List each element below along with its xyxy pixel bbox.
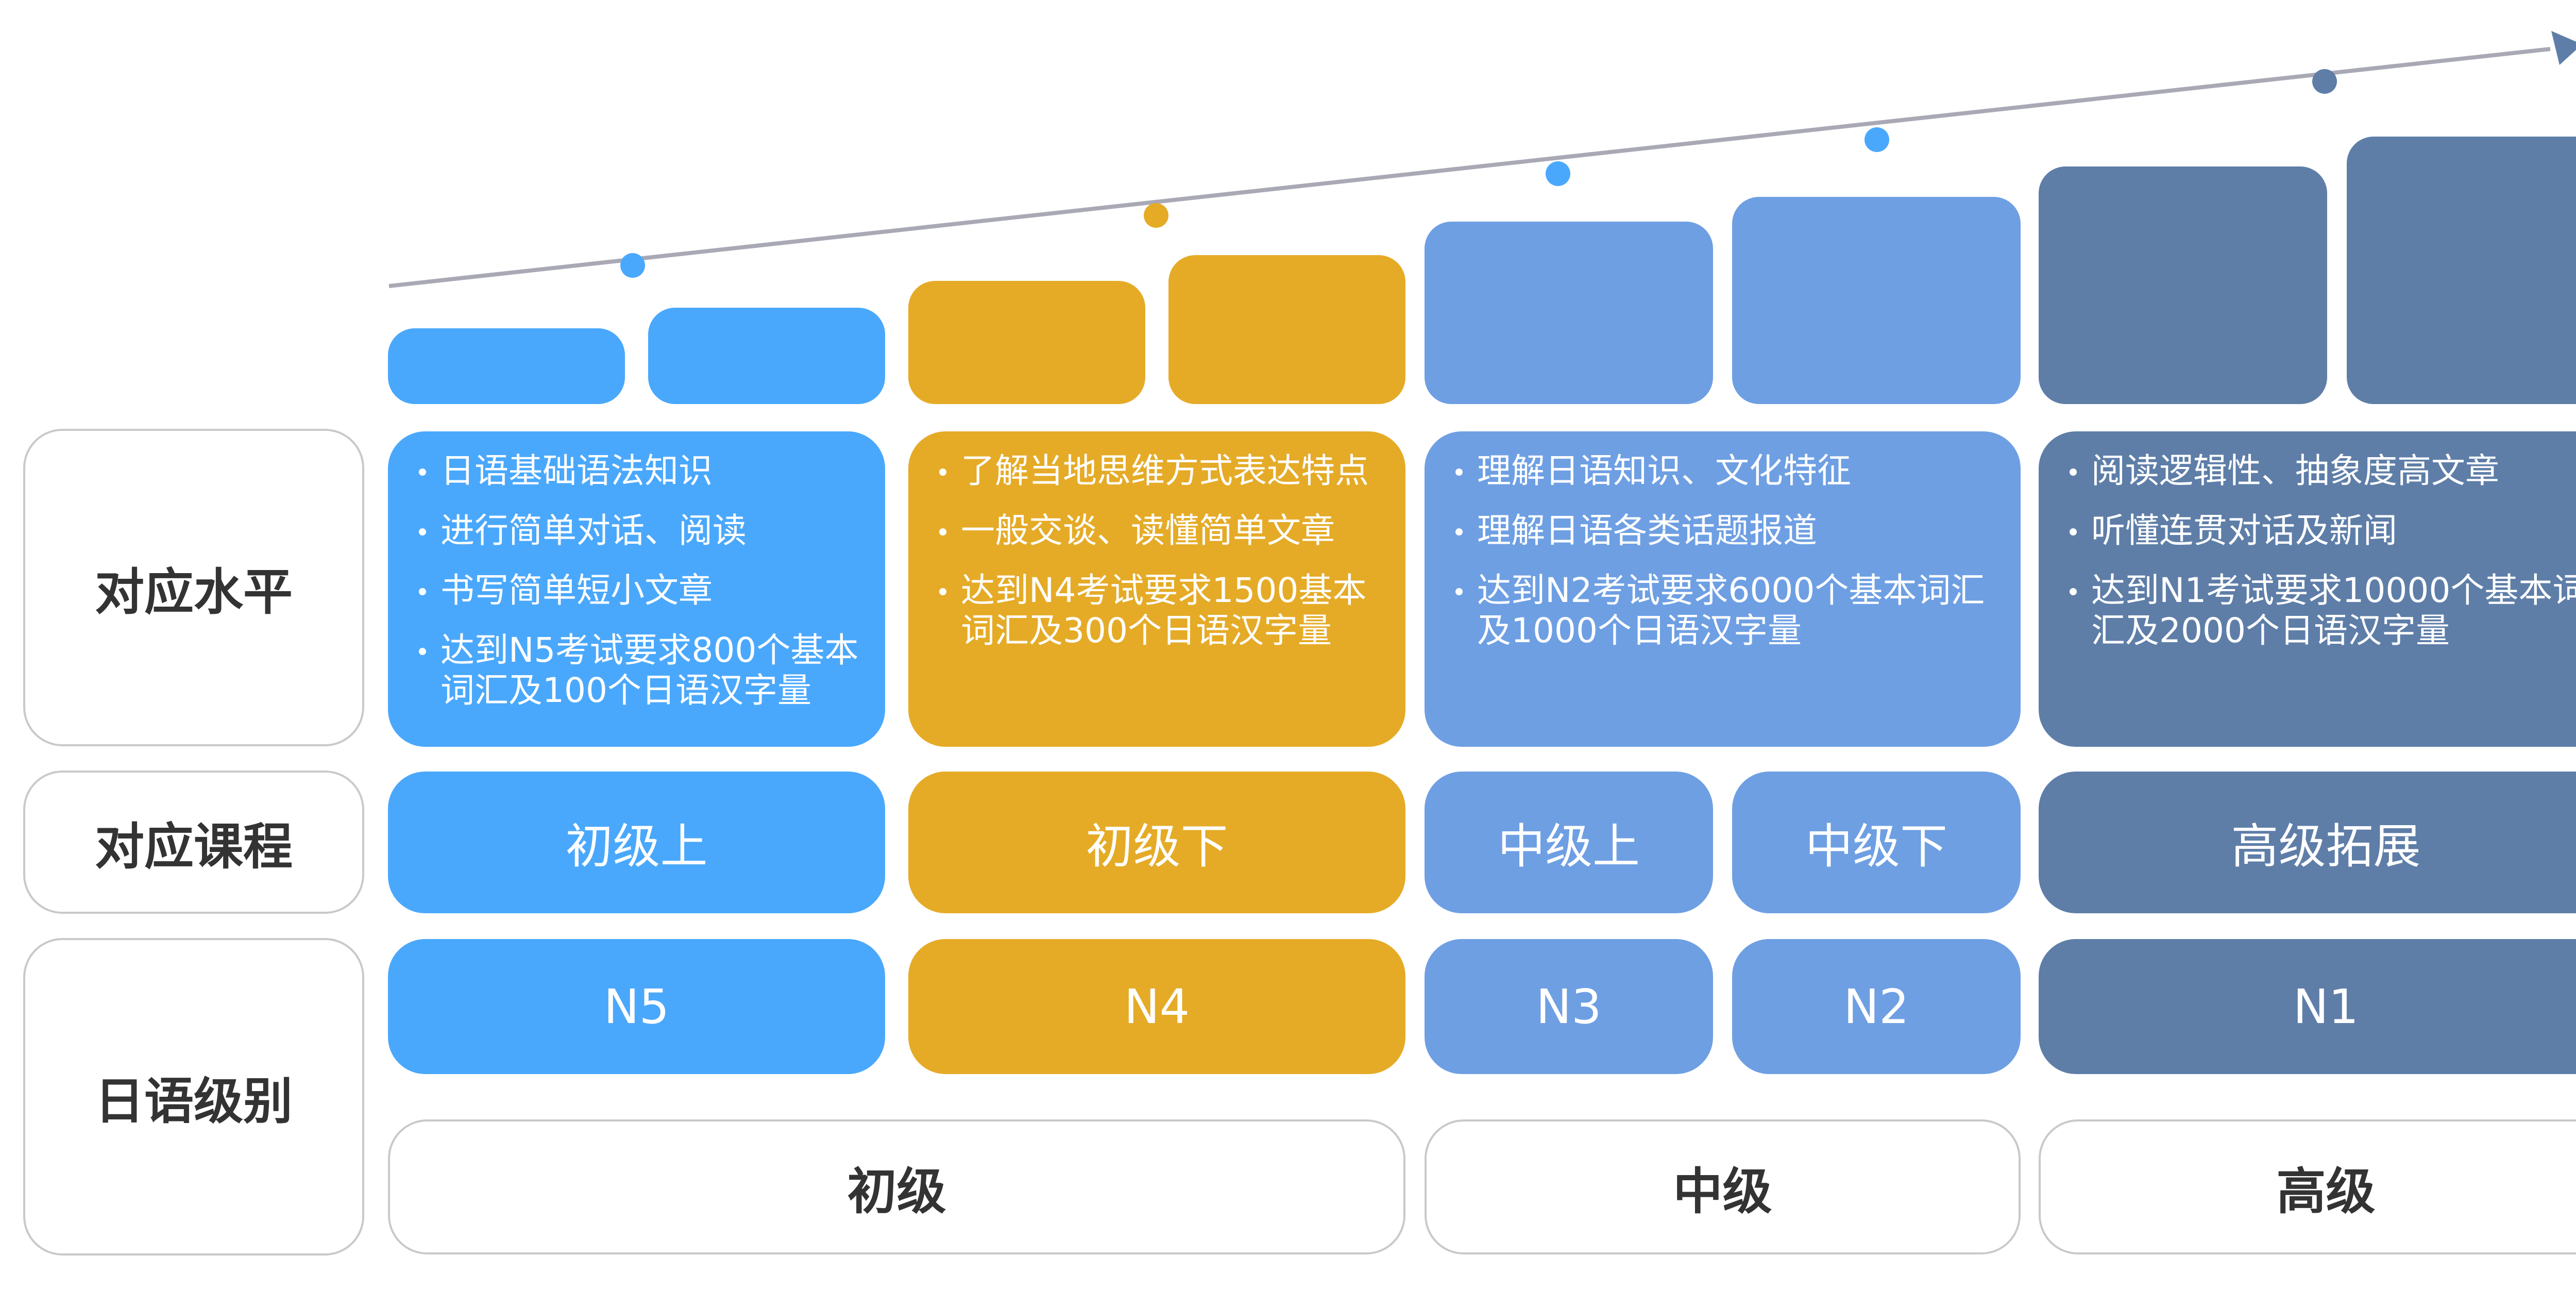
tier-advanced: 高级	[2039, 1119, 2576, 1254]
trend-dot-2	[1144, 203, 1168, 228]
step-block-8	[2347, 137, 2576, 404]
level-list: 理解日语知识、文化特征 理解日语各类话题报道 达到N2考试要求6000个基本词汇…	[1425, 431, 2021, 671]
course-beginner-2: 初级下	[908, 772, 1405, 913]
arrow-head-icon	[2551, 31, 2576, 65]
jlpt-n5: N5	[388, 939, 885, 1074]
trend-line	[388, 47, 2551, 288]
jlpt-n4: N4	[908, 939, 1405, 1074]
step-block-2	[648, 308, 885, 404]
course-intermediate-2: 中级下	[1732, 772, 2021, 913]
tier-beginner: 初级	[388, 1119, 1405, 1254]
progress-trend-line	[388, 31, 2576, 288]
level-item: 进行简单对话、阅读	[419, 511, 865, 551]
level-item: 了解当地思维方式表达特点	[939, 451, 1385, 491]
level-list: 了解当地思维方式表达特点 一般交谈、读懂简单文章 达到N4考试要求1500基本词…	[908, 431, 1405, 671]
level-item: 达到N2考试要求6000个基本词汇及1000个日语汉字量	[1455, 571, 2000, 651]
trend-dot-1	[620, 253, 645, 278]
jlpt-n2: N2	[1732, 939, 2021, 1074]
level-item: 书写简单短小文章	[419, 571, 865, 611]
level-item: 达到N5考试要求800个基本词汇及100个日语汉字量	[419, 630, 865, 711]
level-item: 一般交谈、读懂简单文章	[939, 511, 1385, 551]
step-block-3	[908, 281, 1145, 404]
level-item: 达到N1考试要求10000个基本词汇及2000个日语汉字量	[2070, 571, 2576, 651]
level-item: 阅读逻辑性、抽象度高文章	[2070, 451, 2576, 491]
level-item: 理解日语知识、文化特征	[1455, 451, 2000, 491]
jlpt-n3: N3	[1425, 939, 1713, 1074]
level-box-intermediate: 理解日语知识、文化特征 理解日语各类话题报道 达到N2考试要求6000个基本词汇…	[1425, 431, 2021, 747]
course-advanced: 高级拓展	[2039, 772, 2576, 913]
row-label-jlpt: 日语级别	[23, 938, 364, 1255]
level-list: 日语基础语法知识 进行简单对话、阅读 书写简单短小文章 达到N5考试要求800个…	[388, 431, 885, 730]
step-block-6	[1732, 197, 2021, 404]
trend-dot-3	[1546, 161, 1570, 186]
trend-dot-4	[1865, 127, 1889, 152]
level-item: 日语基础语法知识	[419, 451, 865, 491]
row-label-level: 对应水平	[23, 429, 364, 746]
course-intermediate-1: 中级上	[1425, 772, 1713, 913]
level-box-beginner-2: 了解当地思维方式表达特点 一般交谈、读懂简单文章 达到N4考试要求1500基本词…	[908, 431, 1405, 747]
course-beginner-1: 初级上	[388, 772, 885, 913]
step-block-4	[1168, 255, 1405, 404]
level-list: 阅读逻辑性、抽象度高文章 听懂连贯对话及新闻 达到N1考试要求10000个基本词…	[2039, 431, 2576, 671]
trend-dot-5	[2312, 69, 2337, 94]
level-box-advanced: 阅读逻辑性、抽象度高文章 听懂连贯对话及新闻 达到N1考试要求10000个基本词…	[2039, 431, 2576, 747]
row-label-course: 对应课程	[23, 771, 364, 914]
level-item: 听懂连贯对话及新闻	[2070, 511, 2576, 551]
level-item: 理解日语各类话题报道	[1455, 511, 2000, 551]
level-box-beginner-1: 日语基础语法知识 进行简单对话、阅读 书写简单短小文章 达到N5考试要求800个…	[388, 431, 885, 747]
step-block-5	[1425, 222, 1713, 404]
step-block-7	[2039, 166, 2327, 404]
step-block-1	[388, 328, 625, 404]
level-item: 达到N4考试要求1500基本词汇及300个日语汉字量	[939, 571, 1385, 651]
tier-intermediate: 中级	[1425, 1119, 2021, 1254]
jlpt-n1: N1	[2039, 939, 2576, 1074]
